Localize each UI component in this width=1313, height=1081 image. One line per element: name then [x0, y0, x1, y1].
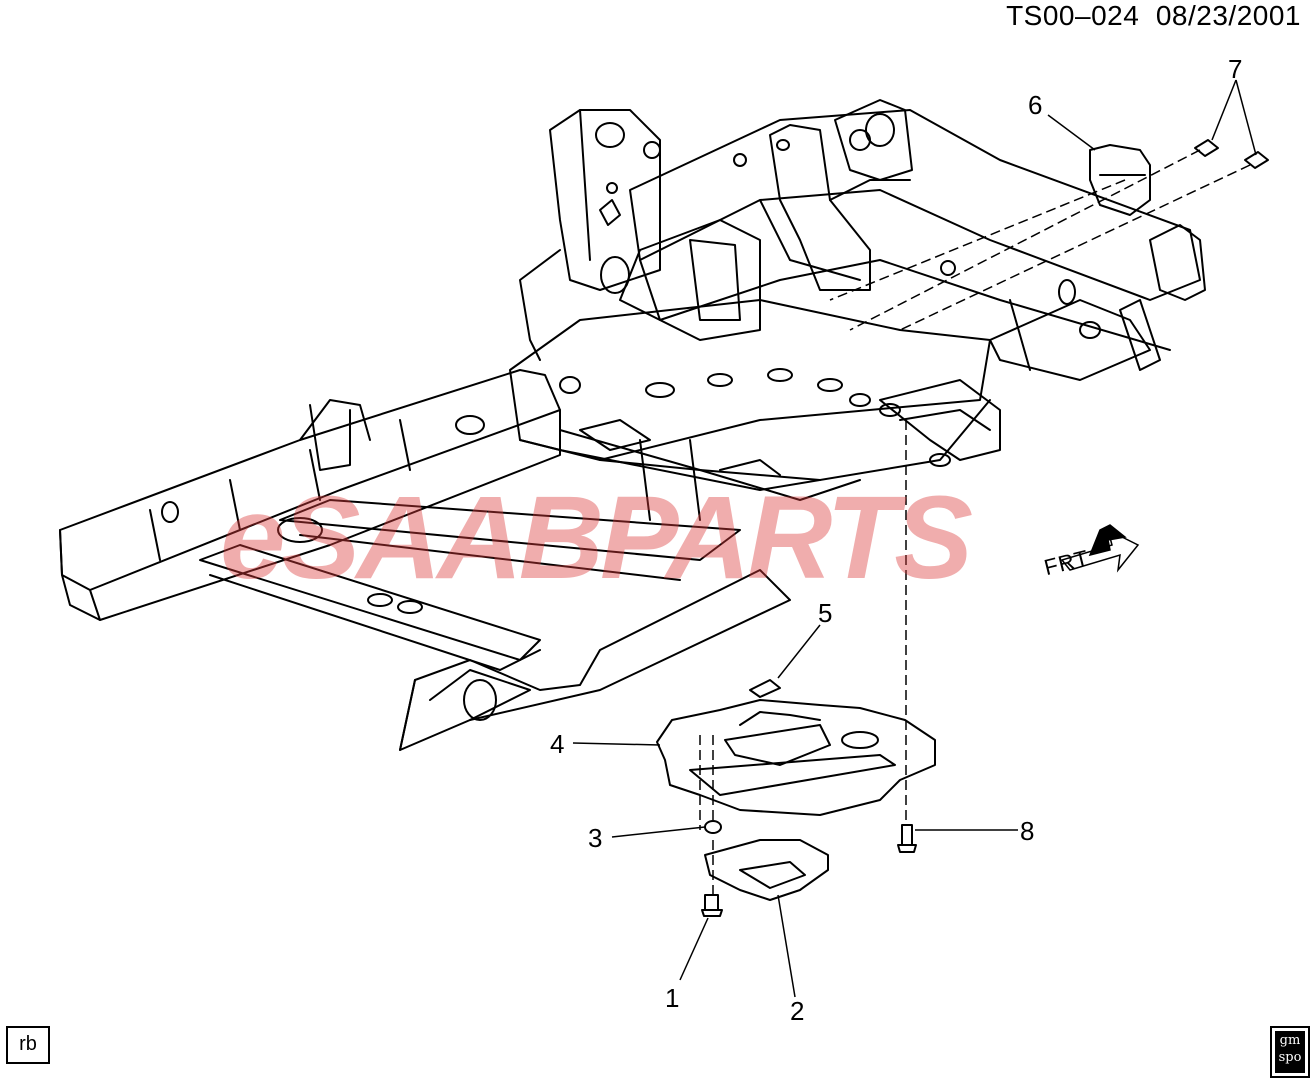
- lower-crossmember: [199, 499, 741, 671]
- callout-4: 4: [550, 729, 565, 759]
- leader-5: [777, 624, 821, 679]
- left-frame-rail: [59, 369, 561, 621]
- center-frame: [509, 219, 991, 521]
- right-upper-tower: [769, 99, 913, 291]
- leader-7b: [1235, 79, 1257, 156]
- right-frame-corner: [879, 379, 1001, 467]
- front-arrow-icon: [1060, 524, 1140, 573]
- callout-2: 2: [790, 996, 805, 1026]
- callout-7: 7: [1228, 54, 1243, 84]
- leader-3: [611, 826, 706, 838]
- document-header: TS00–024 08/23/2001: [1006, 0, 1301, 32]
- corner-tag: rb: [6, 1026, 50, 1064]
- gm-spo-logo: gm spo: [1270, 1026, 1310, 1078]
- lower-left-bracket: [399, 569, 791, 751]
- callout-6: 6: [1028, 90, 1043, 120]
- bolt-part-8: [897, 824, 917, 853]
- logo-text: gm spo: [1275, 1031, 1305, 1073]
- callout-8: 8: [1020, 816, 1035, 846]
- callout-1: 1: [665, 983, 680, 1013]
- bolt-part-1: [701, 894, 723, 917]
- right-end-tower: [989, 224, 1206, 381]
- watermark: eSAABPARTS: [220, 472, 973, 604]
- bolts-part-7: [1194, 139, 1269, 169]
- callout-5: 5: [818, 598, 833, 628]
- doc-code: TS00–024: [1006, 0, 1140, 31]
- washer-part-3: [704, 820, 722, 834]
- skid-plate: [656, 699, 936, 816]
- callout-3: 3: [588, 823, 603, 853]
- upper-rail: [629, 109, 1201, 351]
- leader-4: [572, 742, 661, 746]
- clip-part-5: [749, 679, 781, 698]
- leader-2: [777, 894, 796, 998]
- leader-1: [679, 917, 709, 981]
- leader-6: [1047, 114, 1096, 151]
- leader-7a: [1211, 79, 1237, 141]
- bracket-part-6: [1089, 144, 1151, 216]
- cover-plate: [704, 839, 829, 901]
- left-tower: [519, 109, 661, 361]
- doc-date: 08/23/2001: [1155, 0, 1301, 31]
